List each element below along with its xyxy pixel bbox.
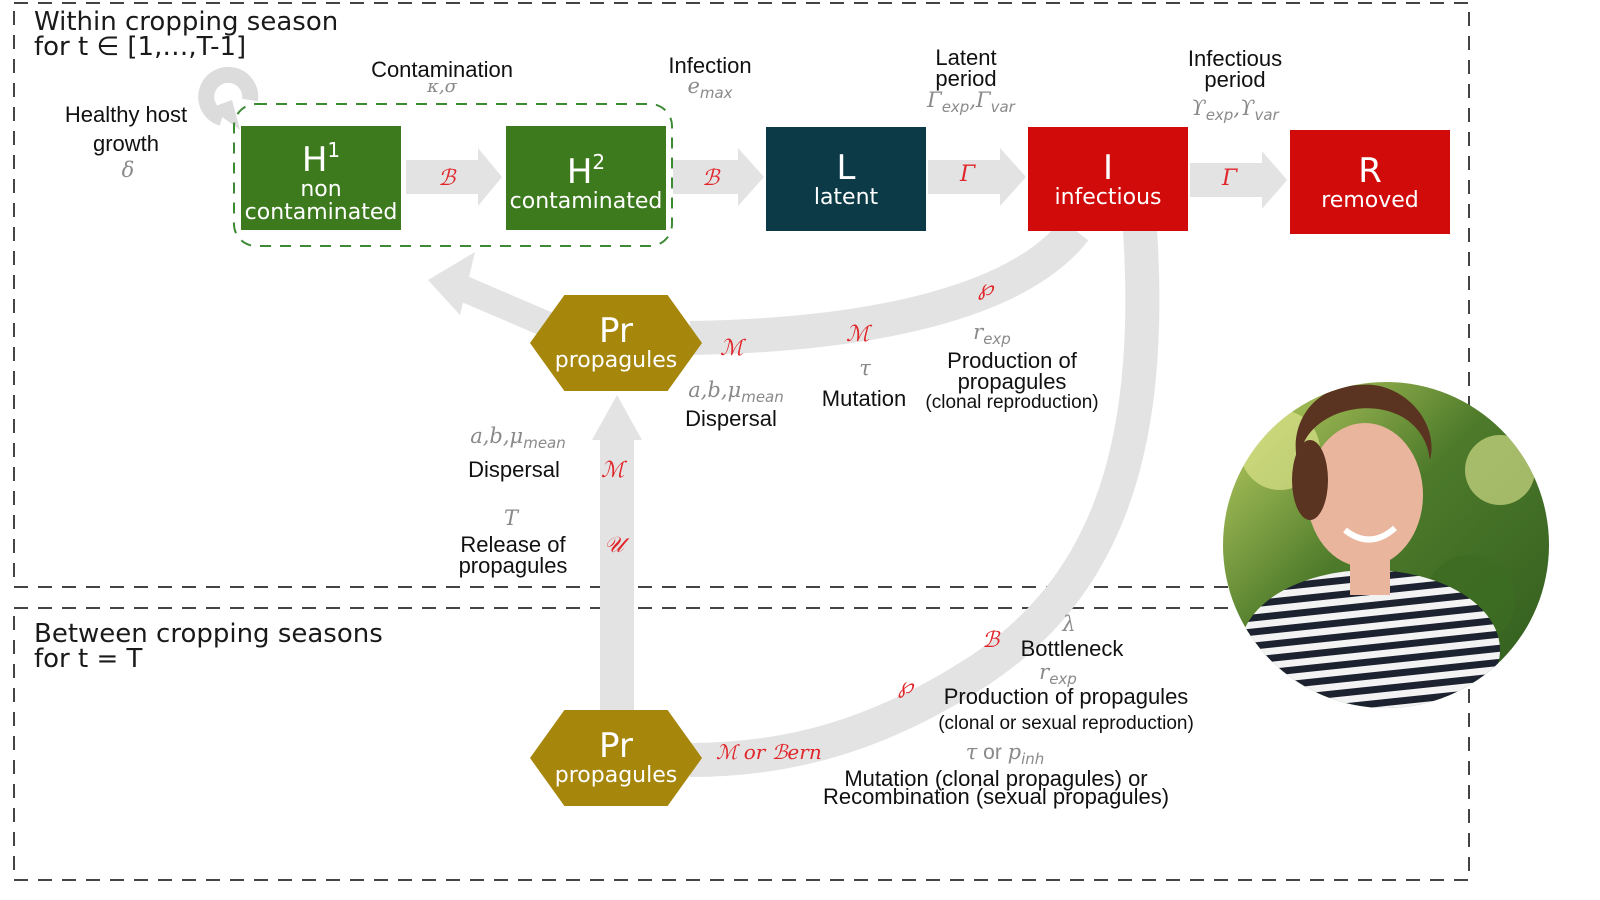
between-season-title-line1: Between cropping seasons (34, 619, 383, 649)
infectious-period-line2: period (1204, 67, 1266, 92)
arrow-i-to-pr-top (689, 219, 1089, 355)
operator-i-r: Γ (1222, 166, 1238, 191)
mutation-between-param: τ or pinh (965, 740, 1045, 769)
production-between-line2: (clonal or sexual reproduction) (938, 713, 1194, 734)
i-symbol: I (1102, 147, 1114, 188)
mutation-within-param: τ (859, 356, 871, 380)
compartment-i: I infectious (1028, 127, 1188, 231)
h1-symbol: H1 (301, 138, 341, 180)
r-symbol: R (1358, 150, 1382, 191)
dispersal-right-label: Dispersal (685, 406, 777, 431)
healthy-growth-arrowhead (210, 100, 240, 130)
infectious-period-label: Infectious period (1176, 46, 1294, 92)
operator-dispersal-right: ℳ (720, 336, 744, 361)
operator-dispersal-up: ℳ (601, 458, 625, 483)
infectious-period-line1: Infectious (1187, 46, 1283, 71)
arrow-h2-l (673, 148, 764, 206)
operator-h1-h2: ℬ (438, 166, 456, 191)
within-season-frame (13, 2, 1470, 588)
latent-period-line1: Latent (935, 45, 997, 70)
h1-name-line2: contaminated (244, 200, 398, 225)
production-within-line1: Production of (947, 348, 1077, 373)
compartment-l: L latent (766, 127, 926, 231)
arrow-i-to-pr-bottom (689, 228, 1160, 777)
mutation-between-line2: Recombination (sexual propagules) (822, 784, 1170, 809)
operator-l-i: Γ (960, 162, 976, 187)
within-season-title-line2: for t ∈ [1,…,T-1] (34, 32, 247, 62)
arrow-pr-top-to-host (449, 273, 566, 342)
compartment-pr-top: Pr propagules (530, 295, 702, 391)
latent-period-line2: period (935, 66, 997, 91)
dispersal-left-param: a,b,μmean (470, 424, 566, 453)
production-within-line2: propagules (957, 369, 1067, 394)
operator-release: 𝒰 (604, 533, 624, 558)
h2-symbol: H2 (566, 149, 606, 192)
release-param: T (503, 506, 518, 530)
compartment-pr-bottom: Pr propagules (530, 710, 702, 806)
between-season-title-line2: for t = T (34, 644, 143, 674)
within-season-title: Within cropping season for t ∈ [1,…,T-1] (34, 7, 339, 62)
l-symbol: L (836, 147, 856, 188)
healthy-growth-loop-arrow (198, 66, 259, 126)
operator-production-between: ℘ (898, 674, 914, 699)
portrait-photo (1223, 382, 1549, 708)
i-name: infectious (1054, 184, 1162, 210)
h1-name-line1: non (300, 177, 342, 202)
r-name: removed (1321, 187, 1419, 213)
latent-period-label: Latent period (916, 45, 1016, 91)
infectious-period-param: ϒexp,ϒvar (1191, 96, 1279, 125)
contamination-param: κ,σ (427, 76, 457, 97)
infection-label: Infection (668, 53, 752, 78)
mutation-between-line1: Mutation (clonal propagules) or (844, 766, 1148, 791)
contamination-label: Contamination (371, 57, 513, 82)
dispersal-left-label: Dispersal (468, 457, 560, 482)
production-between-line1: Production of propagules (943, 684, 1189, 709)
mutation-within-label: Mutation (821, 386, 907, 411)
production-between-param: rexp (1039, 660, 1077, 689)
bottleneck-param: λ (1062, 612, 1076, 636)
healthy-growth-param: δ (121, 158, 135, 182)
between-season-title: Between cropping seasons for t = T (34, 619, 383, 674)
operator-mutation-within: ℳ (846, 322, 870, 347)
healthy-growth-line2: growth (92, 131, 160, 156)
pr-bottom-symbol: Pr (599, 726, 633, 766)
arrow-i-r (1190, 151, 1287, 209)
compartment-r: R removed (1290, 130, 1450, 234)
operator-h2-l: ℬ (702, 166, 720, 191)
healthy-growth-line1: Healthy host (64, 102, 188, 127)
infection-param: emax (687, 74, 733, 103)
between-season-frame (13, 607, 1470, 881)
pr-top-symbol: Pr (599, 311, 633, 351)
arrowhead-up (592, 395, 642, 440)
bottleneck-label: Bottleneck (1020, 636, 1124, 661)
operator-bottleneck: ℬ (982, 628, 1000, 653)
operator-production-within: ℘ (978, 276, 994, 301)
compartment-h1: H1 non contaminated (241, 126, 401, 230)
l-name: latent (813, 184, 879, 210)
arrow-l-i (928, 148, 1026, 206)
operator-mutation-between: ℳ or ℬern (716, 740, 822, 764)
dispersal-right-param: a,b,μmean (688, 378, 784, 407)
production-within-param: rexp (973, 320, 1011, 349)
arrow-h1-h2 (406, 148, 502, 206)
release-label: Release of propagules (448, 532, 578, 578)
release-line1: Release of (460, 532, 566, 557)
within-season-title-line1: Within cropping season (34, 7, 339, 37)
production-between-label: Production of propagules (clonal or sexu… (926, 684, 1206, 735)
h2-name: contaminated (509, 188, 663, 214)
production-within-label: Production of propagules (clonal reprodu… (914, 348, 1110, 414)
latent-period-param: Γexp,Γvar (927, 88, 1015, 117)
flow-arrows (406, 148, 1287, 209)
production-within-line3: (clonal reproduction) (925, 392, 1099, 413)
mutation-between-label: Mutation (clonal propagules) or Recombin… (806, 766, 1186, 809)
release-line2: propagules (458, 553, 568, 578)
healthy-growth-label: Healthy host growth (58, 102, 194, 156)
arrow-pr-bottom-to-top-shaft (600, 440, 634, 715)
pr-top-name: propagules (554, 348, 678, 373)
pr-bottom-name: propagules (554, 763, 678, 788)
arrowhead-to-host (428, 252, 475, 315)
compartment-h2: H2 contaminated (506, 126, 666, 230)
